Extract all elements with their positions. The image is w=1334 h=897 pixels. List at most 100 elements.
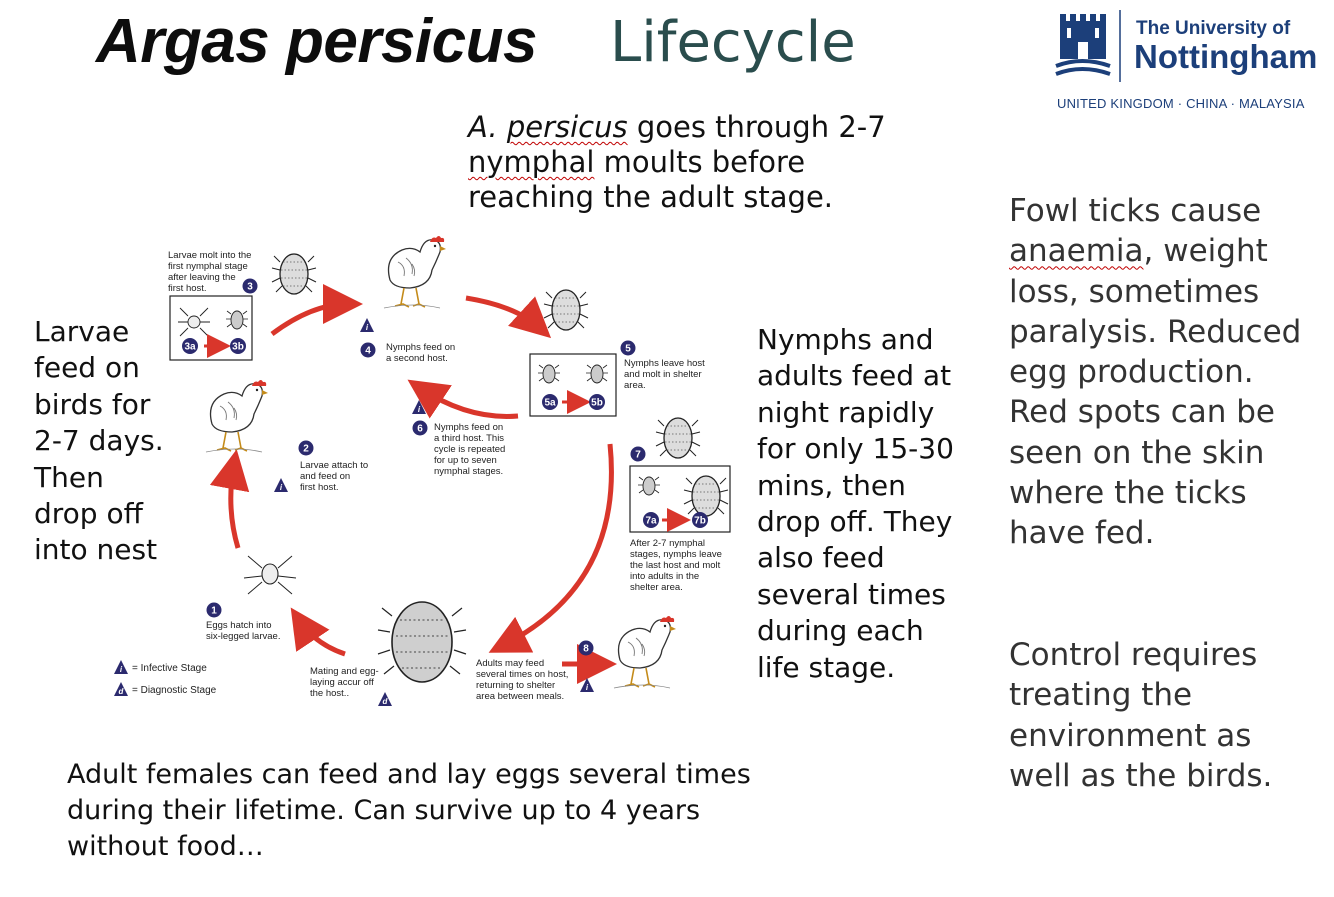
svg-text:returning to shelter: returning to shelter — [476, 680, 555, 691]
svg-text:shelter area.: shelter area. — [630, 582, 683, 593]
lifecycle-diagram: i — [114, 235, 731, 706]
adult-tick-female — [377, 601, 467, 683]
larvae-note: Larvae feed on birds for 2-7 days. Then … — [34, 315, 164, 567]
svg-text:4: 4 — [365, 346, 371, 357]
svg-text:nymphal stages.: nymphal stages. — [434, 466, 503, 477]
infective-marker-6 — [412, 400, 426, 414]
step-label-4: Nymphs feed ona second host. — [386, 342, 455, 364]
svg-text:After 2-7 nymphal: After 2-7 nymphal — [630, 538, 705, 549]
badge-step-6: 6 — [412, 420, 428, 436]
control-note: Control requires treating the environmen… — [1009, 637, 1273, 794]
svg-text:the host..: the host.. — [310, 688, 349, 699]
svg-text:and feed on: and feed on — [300, 471, 350, 482]
badge-3a: 3a — [182, 338, 198, 354]
badge-step-4: 4 — [360, 342, 376, 358]
svg-text:for up to seven: for up to seven — [434, 455, 497, 466]
svg-text:2: 2 — [303, 444, 309, 455]
svg-text:Mating and egg-: Mating and egg- — [310, 666, 379, 677]
svg-text:area between meals.: area between meals. — [476, 691, 564, 702]
nymphal-word: nymphal — [468, 144, 595, 179]
svg-text:and molt in shelter: and molt in shelter — [624, 369, 702, 380]
infective-marker-8 — [580, 678, 594, 692]
svg-text:3a: 3a — [184, 342, 196, 353]
svg-text:Nymphs leave host: Nymphs leave host — [624, 358, 705, 369]
species-name: persicus — [506, 110, 628, 144]
svg-text:six-legged larvae.: six-legged larvae. — [206, 631, 280, 642]
badge-step-1: 1 — [206, 602, 222, 618]
badge-step-5: 5 — [620, 340, 636, 356]
infective-marker-2 — [274, 478, 288, 492]
logo-line2: Nottingham — [1134, 38, 1317, 75]
svg-text:5: 5 — [625, 344, 631, 355]
moults-text-1: goes through 2-7 — [627, 110, 886, 144]
species-abbrev: A. — [468, 110, 498, 144]
svg-text:Adults may feed: Adults may feed — [476, 658, 544, 669]
badge-5a: 5a — [542, 394, 558, 410]
nymph-tick-7 — [655, 417, 701, 459]
svg-text:Nymphs feed on: Nymphs feed on — [386, 342, 455, 353]
svg-text:1: 1 — [211, 606, 217, 617]
svg-text:first host.: first host. — [300, 482, 339, 493]
badge-step-7: 7 — [630, 446, 646, 462]
legend: = Infective Stage d = Diagnostic Stage — [114, 660, 217, 696]
title-species: Argas persicus — [96, 7, 538, 76]
svg-text:8: 8 — [583, 644, 589, 655]
feeding-note: Nymphs and adults feed at night rapidly … — [757, 323, 954, 684]
svg-text:Larvae attach to: Larvae attach to — [300, 460, 368, 471]
svg-text:d: d — [119, 687, 125, 696]
arrow-mating-to-1 — [290, 607, 346, 657]
infective-marker-4 — [360, 318, 374, 332]
badge-5b: 5b — [589, 394, 605, 410]
cycle-arrows — [209, 284, 617, 684]
svg-text:first nymphal stage: first nymphal stage — [168, 261, 248, 272]
badge-step-8: 8 — [578, 640, 594, 656]
svg-text:7: 7 — [635, 450, 641, 461]
svg-text:the last host and molt: the last host and molt — [630, 560, 721, 571]
effects-note: Fowl ticks cause anaemia, weight loss, s… — [1009, 191, 1319, 554]
arrow-2-to-3 — [270, 284, 363, 337]
svg-text:= Infective Stage: = Infective Stage — [132, 663, 207, 674]
anaemia-word: anaemia — [1009, 233, 1144, 270]
svg-text:5b: 5b — [591, 398, 603, 409]
host-hen-second — [383, 235, 447, 309]
moults-text-2: moults before reaching the adult stage. — [468, 144, 834, 214]
badge-7b: 7b — [692, 512, 708, 528]
svg-text:first host.: first host. — [168, 283, 207, 294]
svg-text:= Diagnostic Stage: = Diagnostic Stage — [132, 685, 217, 696]
svg-text:6: 6 — [417, 424, 423, 435]
svg-text:5a: 5a — [544, 398, 556, 409]
legend-infective: = Infective Stage — [114, 660, 207, 674]
host-hen-first — [205, 379, 269, 453]
svg-text:a third host. This: a third host. This — [434, 433, 504, 444]
host-hen-adult — [613, 615, 677, 689]
stage-markers: d — [274, 318, 594, 706]
svg-text:into adults in the: into adults in the — [630, 571, 699, 582]
logo-line1: The University of — [1136, 18, 1291, 39]
arrow-5-to-6 — [407, 379, 519, 419]
logo-subtitle: UNITED KINGDOM · CHINA · MALAYSIA — [1057, 96, 1305, 111]
svg-text:cycle is repeated: cycle is repeated — [434, 444, 505, 455]
svg-text:after leaving the: after leaving the — [168, 272, 236, 283]
castle-icon — [1055, 14, 1111, 76]
moults-note: A. persicus goes through 2-7 nymphal mou… — [468, 110, 938, 214]
nymph-tick-3 — [271, 253, 317, 295]
arrow-5-to-8 — [488, 443, 614, 653]
svg-text:several times on host,: several times on host, — [476, 669, 568, 680]
nymph-tick-5 — [543, 289, 589, 331]
svg-text:stages, nymphs leave: stages, nymphs leave — [630, 549, 722, 560]
badge-7a: 7a — [643, 512, 659, 528]
effects-post: , weight loss, sometimes paralysis. Redu… — [1009, 233, 1302, 552]
diagnostic-marker-adult: d — [378, 692, 392, 706]
svg-text:Eggs hatch into: Eggs hatch into — [206, 620, 272, 631]
svg-text:3b: 3b — [232, 342, 244, 353]
adult-females-note: Adult females can feed and lay eggs seve… — [67, 759, 751, 862]
legend-diagnostic: d = Diagnostic Stage — [114, 682, 217, 696]
svg-text:Larvae molt into the: Larvae molt into the — [168, 250, 251, 261]
